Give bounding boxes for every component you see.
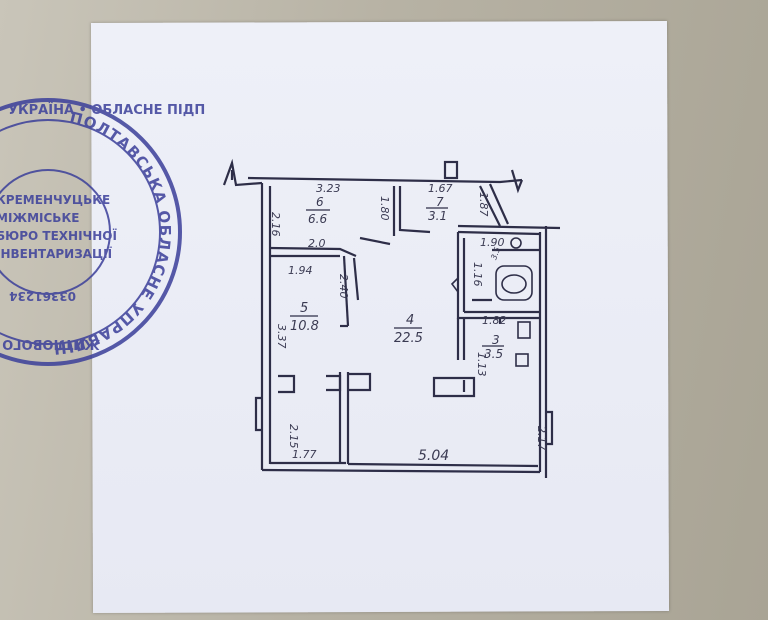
dim-1-87: 1.87	[477, 192, 490, 217]
dim-1-67: 1.67	[428, 182, 453, 195]
dim-5-04: 5.04	[418, 448, 449, 464]
room-3-number: 3	[492, 333, 500, 347]
room-4-number: 4	[406, 313, 414, 328]
stamp-bottom-text: ЖИТЛОВОГО ГОСПОДАРСТВА ДЕРЖ	[0, 336, 100, 351]
stamp-line-4: ІНВЕНТАРИЗАЦІЇ	[0, 246, 113, 261]
official-stamp: ПОЛТАВСЬКА ОБЛАСНЕ УПРАВЛІННЯ • ОБЛАСНЕ …	[0, 0, 205, 366]
dim-2-17: 2.17	[535, 426, 548, 451]
dim-1-13: 1.13	[475, 352, 488, 377]
dim-1-90: 1.90	[480, 236, 505, 249]
dim-1-16: 1.16	[471, 262, 484, 287]
wc-area: 3.5	[489, 246, 502, 261]
room-5-number: 5	[300, 301, 308, 316]
stamp-outer-text: ПОЛТАВСЬКА ОБЛАСНЕ УПРАВЛІННЯ • ОБЛАСНЕ …	[0, 0, 173, 358]
stamp-line-3: БЮРО ТЕХНІЧНОЇ	[0, 228, 117, 243]
room-labels: 6 6.6 7 3.1 5 10.8 4 22.5 3 3.5 3.5	[290, 195, 504, 361]
room-6-number: 6	[316, 195, 324, 209]
room-6-area: 6.6	[308, 212, 327, 226]
stamp-line-1: КРЕМЕНЧУЦЬКЕ	[0, 193, 110, 207]
dimension-labels: 3.23 1.67 2.16 1.80 1.87 2.0 1.94 2.40 1…	[269, 182, 548, 464]
room-3-area: 3.5	[484, 347, 503, 361]
room-7-number: 7	[436, 195, 444, 209]
dim-3-23: 3.23	[316, 182, 341, 195]
room-5-area: 10.8	[290, 319, 319, 334]
dim-1-80: 1.80	[378, 196, 391, 221]
dim-2-16: 2.16	[269, 212, 282, 237]
dim-1-77: 1.77	[292, 448, 317, 461]
dim-2-40: 2.40	[337, 274, 350, 299]
room-4-area: 22.5	[394, 331, 423, 346]
stamp-line-2: МІЖМІСЬКЕ	[0, 211, 79, 225]
stamp-upper-text: УКРАЇНА • ОБЛАСНЕ ПІДП	[8, 102, 205, 118]
svg-text:ПОЛТАВСЬКА ОБЛАСНЕ УПРАВЛІННЯ: ПОЛТАВСЬКА ОБЛАСНЕ УПРАВЛІННЯ • ОБЛАСНЕ …	[0, 0, 174, 358]
dim-1-82: 1.82	[482, 314, 507, 327]
stamp-code: 03361234	[9, 289, 76, 303]
dim-2-0: 2.0	[308, 237, 326, 250]
dim-1-94: 1.94	[288, 264, 313, 277]
walls	[222, 158, 561, 478]
dim-2-15: 2.15	[287, 424, 300, 449]
dim-3-37: 3.37	[275, 324, 288, 349]
bath-fixture	[450, 237, 533, 367]
room-7-area: 3.1	[428, 209, 447, 223]
